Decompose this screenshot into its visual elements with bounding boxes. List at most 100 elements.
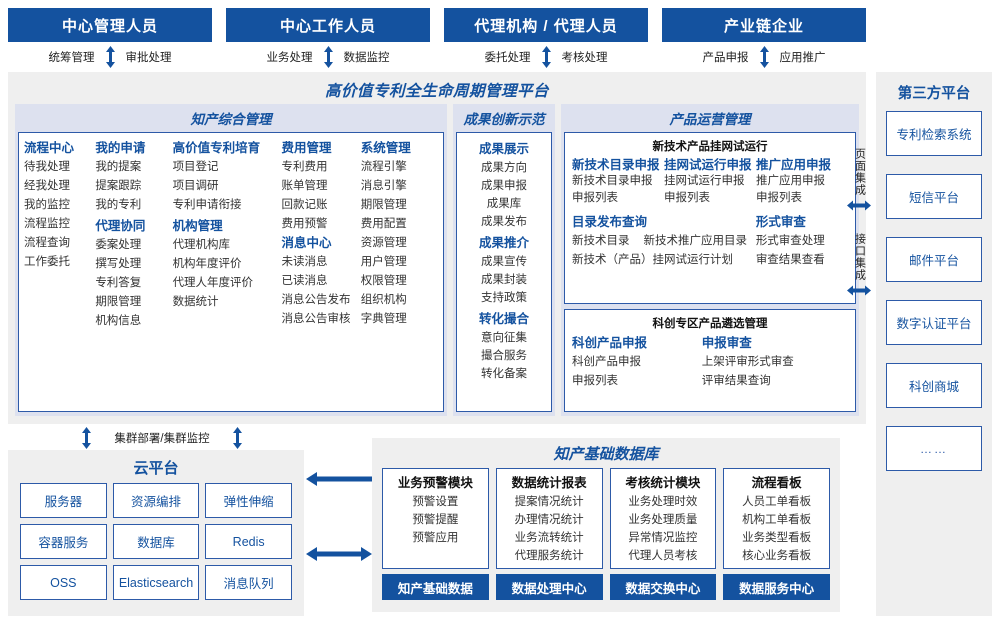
menu-item[interactable]: 新技术目录 [572, 235, 630, 247]
menu-item[interactable]: 申报列表 [663, 192, 710, 204]
menu-item[interactable]: 期限管理 [360, 199, 407, 211]
role-box-2[interactable]: 代理机构 / 代理人员 [444, 8, 648, 42]
kb-item[interactable]: 核心业务看板 [742, 550, 812, 562]
kb-item[interactable]: 预警设置 [412, 496, 459, 508]
menu-item[interactable]: 机构信息 [95, 315, 142, 327]
kb-item[interactable]: 业务处理时效 [628, 496, 698, 508]
kb-item[interactable]: 机构工单看板 [742, 514, 812, 526]
kb-footer-service-center[interactable]: 数据服务中心 [723, 574, 830, 600]
third-party-item-sms[interactable]: 短信平台 [886, 174, 982, 219]
menu-item[interactable]: 新技术目录申报 [572, 175, 653, 187]
menu-item[interactable]: 我的监控 [24, 199, 70, 211]
cloud-cell-elasticsearch[interactable]: Elasticsearch [112, 565, 200, 600]
menu-item[interactable]: 消息公告审核 [281, 313, 351, 325]
menu-item[interactable]: 上架评审形式审查 [701, 356, 794, 368]
menu-item[interactable]: 成果库 [486, 198, 522, 210]
menu-item[interactable]: 期限管理 [95, 296, 142, 308]
menu-item[interactable]: 申报列表 [572, 192, 618, 204]
menu-item[interactable]: 费用配置 [360, 218, 407, 230]
menu-item[interactable]: 流程引擎 [360, 161, 407, 173]
cloud-cell-oss[interactable]: OSS [20, 565, 107, 600]
cloud-cell-server[interactable]: 服务器 [20, 483, 107, 518]
cloud-cell-orchestration[interactable]: 资源编排 [112, 483, 200, 518]
menu-item[interactable]: 待我处理 [24, 161, 70, 173]
menu-item[interactable]: 专利申请衔接 [172, 199, 242, 211]
menu-item[interactable]: 撰写处理 [95, 258, 142, 270]
menu-item[interactable]: 我的提案 [95, 161, 142, 173]
menu-item[interactable]: 评审结果查询 [701, 375, 771, 387]
kb-item[interactable]: 人员工单看板 [742, 496, 812, 508]
menu-item[interactable]: 申报列表 [572, 375, 618, 387]
menu-item[interactable]: 资源管理 [360, 237, 407, 249]
kb-item[interactable]: 预警应用 [412, 532, 459, 544]
third-party-item-digital-cert[interactable]: 数字认证平台 [886, 300, 982, 345]
menu-item[interactable]: 消息公告发布 [281, 294, 351, 306]
menu-item[interactable]: 科创产品申报 [572, 356, 641, 368]
role-box-0[interactable]: 中心管理人员 [8, 8, 212, 42]
menu-item[interactable]: 经我处理 [24, 180, 70, 192]
role-box-1[interactable]: 中心工作人员 [226, 8, 430, 42]
cloud-cell-redis[interactable]: Redis [205, 524, 292, 559]
kb-item[interactable]: 办理情况统计 [514, 514, 584, 526]
kb-footer-exchange-center[interactable]: 数据交换中心 [609, 574, 717, 600]
menu-item[interactable]: 成果宣传 [481, 256, 527, 268]
menu-item[interactable]: 专利答复 [95, 277, 142, 289]
kb-footer-base-data[interactable]: 知产基础数据 [382, 574, 489, 600]
menu-item[interactable]: 项目调研 [172, 180, 219, 192]
menu-item[interactable]: 新技术（产品）挂网试运行计划 [572, 254, 733, 266]
kb-item[interactable]: 代理人员考核 [628, 550, 698, 562]
menu-item[interactable]: 消息引擎 [360, 180, 407, 192]
cloud-cell-database[interactable]: 数据库 [112, 524, 200, 559]
menu-item[interactable]: 工作委托 [24, 256, 70, 268]
menu-item[interactable]: 成果封装 [481, 274, 527, 286]
menu-item[interactable]: 成果发布 [481, 216, 527, 228]
menu-item[interactable]: 用户管理 [360, 256, 407, 268]
menu-item[interactable]: 申报列表 [755, 192, 802, 204]
third-party-item-sci-mall[interactable]: 科创商城 [886, 363, 982, 408]
cloud-cell-container[interactable]: 容器服务 [20, 524, 107, 559]
menu-item[interactable]: 费用预警 [281, 218, 328, 230]
kb-item[interactable]: 异常情况监控 [628, 532, 698, 544]
menu-item[interactable]: 挂网试运行申报 [663, 175, 745, 187]
cloud-cell-autoscaling[interactable]: 弹性伸缩 [205, 483, 292, 518]
menu-item[interactable]: 项目登记 [172, 161, 219, 173]
third-party-item-email[interactable]: 邮件平台 [886, 237, 982, 282]
kb-item[interactable]: 提案情况统计 [514, 496, 584, 508]
kb-footer-processing-center[interactable]: 数据处理中心 [495, 574, 603, 600]
menu-item[interactable]: 代理人年度评价 [172, 277, 254, 289]
menu-item[interactable]: 意向征集 [481, 332, 527, 344]
kb-item[interactable]: 代理服务统计 [514, 550, 584, 562]
menu-item[interactable]: 专利费用 [281, 161, 328, 173]
menu-item[interactable]: 我的专利 [95, 199, 142, 211]
menu-item[interactable]: 未读消息 [281, 256, 328, 268]
menu-item[interactable]: 成果方向 [481, 162, 527, 174]
menu-item[interactable]: 回款记账 [281, 199, 328, 211]
menu-item[interactable]: 审查结果查看 [755, 254, 825, 266]
menu-item[interactable]: 字典管理 [360, 313, 407, 325]
menu-item[interactable]: 转化备案 [481, 368, 527, 380]
menu-item[interactable]: 权限管理 [360, 275, 407, 287]
menu-item[interactable]: 支持政策 [481, 292, 527, 304]
menu-item[interactable]: 提案跟踪 [95, 180, 142, 192]
menu-item[interactable]: 机构年度评价 [172, 258, 242, 270]
menu-item[interactable]: 流程查询 [24, 237, 70, 249]
menu-item[interactable]: 新技术推广应用目录 [643, 235, 748, 247]
kb-item[interactable]: 预警提醒 [412, 514, 459, 526]
menu-item[interactable]: 组织机构 [360, 294, 407, 306]
kb-item[interactable]: 业务流转统计 [514, 532, 584, 544]
cloud-cell-message-queue[interactable]: 消息队列 [205, 565, 292, 600]
third-party-item-patent-search[interactable]: 专利检索系统 [886, 111, 982, 156]
menu-item[interactable]: 推广应用申报 [755, 175, 825, 187]
role-box-3[interactable]: 产业链企业 [662, 8, 866, 42]
kb-item[interactable]: 业务类型看板 [742, 532, 812, 544]
menu-item[interactable]: 形式审查处理 [755, 235, 825, 247]
menu-item[interactable]: 已读消息 [281, 275, 328, 287]
menu-item[interactable]: 账单管理 [281, 180, 328, 192]
menu-item[interactable]: 代理机构库 [172, 239, 231, 251]
menu-item[interactable]: 成果申报 [481, 180, 527, 192]
menu-item[interactable]: 撮合服务 [481, 350, 527, 362]
third-party-item-more[interactable]: …… [886, 426, 982, 471]
menu-item[interactable]: 数据统计 [172, 296, 219, 308]
kb-item[interactable]: 业务处理质量 [628, 514, 698, 526]
menu-item[interactable]: 委案处理 [95, 239, 142, 251]
